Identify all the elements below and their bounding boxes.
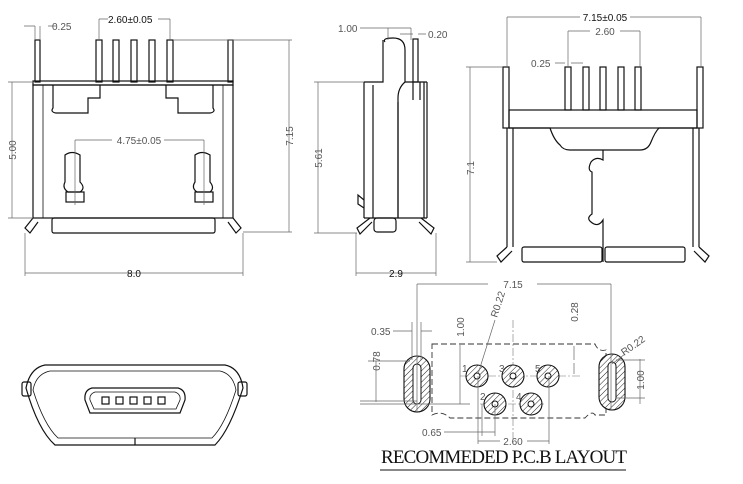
rear-dim-pin-width: 0.25 xyxy=(531,59,551,70)
receptacle-end-view xyxy=(21,364,248,446)
front-left-contact xyxy=(63,151,84,193)
side-pin xyxy=(412,38,419,83)
rear-left-foot xyxy=(496,246,513,263)
pcb-dim-width: 7.15 xyxy=(503,280,523,291)
side-shell-top xyxy=(383,37,406,218)
side-left-foot xyxy=(356,217,373,236)
pcb-pads xyxy=(465,364,560,416)
side-dim-depth: 2.9 xyxy=(389,269,403,280)
front-dim-pin-span: 2.60±0.05 xyxy=(108,15,153,26)
rear-right-foot xyxy=(693,246,710,263)
front-view: 0.25 2.60±0.05 5.00 7.15 4.75±0.05 8.0 xyxy=(8,15,296,280)
pcb-dim-pad-span: 2.60 xyxy=(503,437,523,448)
pcb-dim-slot-length: 1.00 xyxy=(636,370,647,390)
pad-label-5: 5 xyxy=(535,364,541,375)
side-bottom-tab xyxy=(373,217,397,233)
receptacle-opening xyxy=(84,387,186,414)
side-dim-pin-thickness: 0.20 xyxy=(428,30,448,41)
rear-view: 7.15±0.05 2.60 0.25 7.1 xyxy=(466,13,710,263)
front-dim-contact-span: 4.75±0.05 xyxy=(117,136,162,147)
front-flange xyxy=(51,217,216,234)
rear-top-bar xyxy=(508,109,698,129)
front-right-foot xyxy=(227,217,242,234)
side-view: 1.00 0.20 5.61 2.9 xyxy=(314,24,448,280)
front-body xyxy=(32,84,234,219)
receptacle-contacts xyxy=(101,396,166,405)
pad-label-2: 2 xyxy=(480,392,486,403)
front-dim-width: 8.0 xyxy=(127,269,141,280)
pcb-dim-radius-left: R0.22 xyxy=(489,290,508,319)
rear-dim-pin-span: 2.60 xyxy=(595,27,615,38)
front-right-contact xyxy=(192,151,214,193)
pad-label-1: 1 xyxy=(462,364,468,375)
pcb-dim-radius-right: R0.22 xyxy=(619,334,648,359)
pcb-layout-title: RECOMMEDED P.C.B LAYOUT xyxy=(381,447,627,468)
rear-dim-height: 7.1 xyxy=(466,161,477,175)
pcb-dim-offset: 0.28 xyxy=(570,302,581,322)
rear-dim-width: 7.15±0.05 xyxy=(583,13,628,24)
rear-seam xyxy=(588,150,604,262)
pcb-dim-pad-offset: 0.65 xyxy=(422,428,442,439)
front-left-foot xyxy=(24,217,39,234)
side-dim-height: 5.61 xyxy=(314,148,325,168)
front-right-post xyxy=(227,39,234,83)
front-dim-pin-width: 0.25 xyxy=(52,22,72,33)
front-dim-total-height: 7.15 xyxy=(285,126,296,146)
rear-pins xyxy=(564,66,642,111)
pad-label-3: 3 xyxy=(499,364,505,375)
front-left-latch xyxy=(51,85,101,114)
pcb-layout: 1 2 3 4 5 7.15 0.35 1.00 R0.22 0.28 R0.2… xyxy=(360,280,648,471)
rear-right-post xyxy=(696,66,704,129)
side-right-foot xyxy=(418,217,435,236)
pcb-dim-slot-width: 0.35 xyxy=(371,327,391,338)
side-dim-offset: 1.00 xyxy=(338,24,358,35)
receptacle-outer xyxy=(25,364,244,446)
front-dim-body-height: 5.00 xyxy=(8,140,19,160)
front-left-post xyxy=(34,39,41,83)
front-right-latch xyxy=(165,85,215,114)
pcb-outline xyxy=(431,343,607,419)
pcb-dim-row-gap: 1.00 xyxy=(456,317,467,337)
rear-latch-outline xyxy=(509,127,697,151)
rear-left-post xyxy=(502,66,510,129)
front-pins xyxy=(95,39,174,83)
pad-label-4: 4 xyxy=(516,392,522,403)
pcb-dim-slot-offset: 0.78 xyxy=(372,351,383,371)
